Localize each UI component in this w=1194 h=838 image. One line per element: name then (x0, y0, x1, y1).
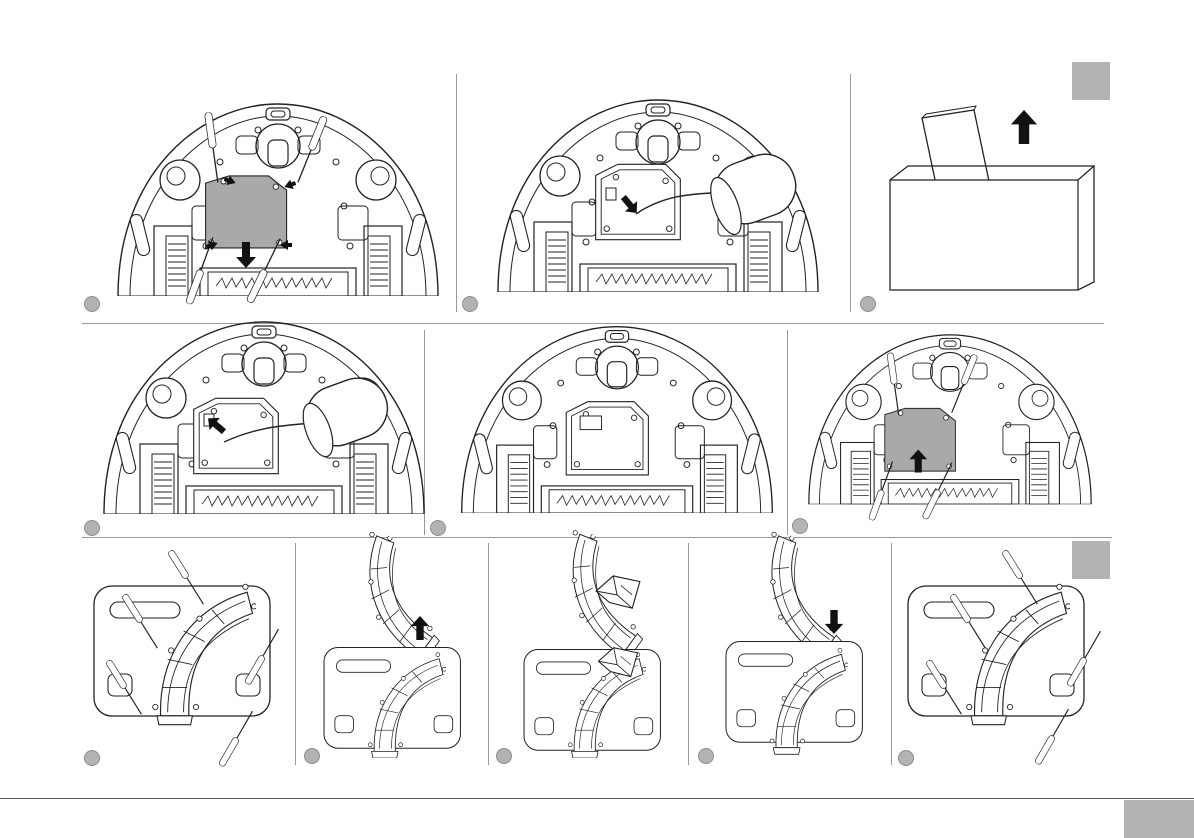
step-connect-battery (94, 314, 434, 514)
divider (488, 543, 489, 765)
step-marker (698, 748, 714, 764)
step-screw-holder (902, 546, 1102, 762)
step-marker (462, 296, 478, 312)
step-marker (84, 750, 100, 766)
divider (456, 74, 457, 312)
step-battery-in-place (452, 316, 782, 516)
step-lift-battery (870, 96, 1110, 296)
divider (850, 74, 851, 312)
step-marker (84, 520, 100, 536)
divider (688, 543, 689, 765)
divider (891, 543, 892, 765)
step-marker (898, 750, 914, 766)
step-marker (792, 518, 808, 534)
step-marker (860, 296, 876, 312)
step-unscrew-holder (88, 546, 288, 762)
step-lower-holder (720, 556, 880, 762)
footer-divider (0, 798, 1194, 799)
divider (787, 330, 788, 535)
arrow-down-icon (825, 610, 843, 634)
step-clean-with-cloth (518, 552, 678, 762)
step-disconnect-battery (488, 92, 828, 292)
divider (295, 543, 296, 765)
section-badge-battery (1072, 62, 1110, 100)
arrow-up-icon (1011, 110, 1037, 144)
step-lift-holder (318, 556, 478, 762)
step-refit-battery-cover (800, 316, 1100, 516)
step-marker (304, 748, 320, 764)
step-marker (84, 296, 100, 312)
step-marker (430, 520, 446, 536)
divider (82, 537, 1112, 538)
step-remove-battery-cover (108, 96, 448, 296)
page-number-tab (1124, 800, 1194, 838)
step-marker (496, 748, 512, 764)
